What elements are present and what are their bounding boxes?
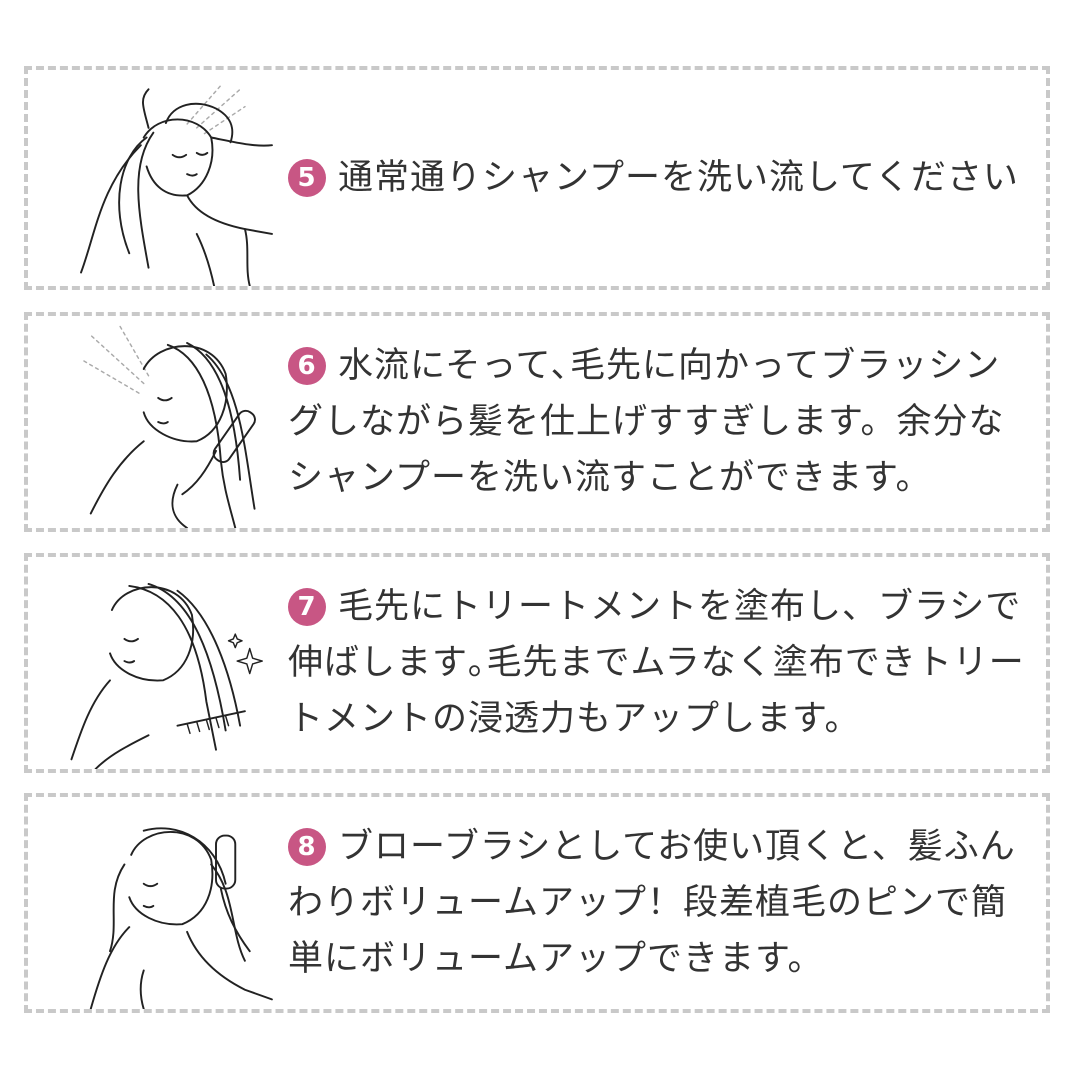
woman-blow-brushing-icon <box>48 797 278 1009</box>
step-description: 水流にそって､毛先に向かってブラッシングしながら髪を仕上げすすぎします。余分なシ… <box>288 346 1005 498</box>
woman-brushing-under-water-icon <box>48 316 278 528</box>
step-number-badge: 7 <box>288 588 326 626</box>
step-description: 毛先にトリートメントを塗布し、ブラシで伸ばします｡毛先までムラなく塗布できトリー… <box>288 587 1025 739</box>
step-description: 通常通りシャンプーを洗い流してください <box>338 158 1019 198</box>
step-number-badge: 8 <box>288 828 326 866</box>
woman-rinsing-hair-icon <box>48 70 278 286</box>
step-body-5: 5 通常通りシャンプーを洗い流してください <box>288 70 1028 286</box>
step-number-badge: 6 <box>288 347 326 385</box>
step-card-5: 5 通常通りシャンプーを洗い流してください <box>24 66 1050 290</box>
step-text-5: 5 通常通りシャンプーを洗い流してください <box>288 150 1019 206</box>
step-description: ブローブラシとしてお使い頂くと、髪ふんわりボリュームアップ！段差植毛のピンで簡単… <box>288 827 1016 979</box>
woman-combing-treatment-icon <box>48 557 278 769</box>
step-number-badge: 5 <box>288 159 326 197</box>
